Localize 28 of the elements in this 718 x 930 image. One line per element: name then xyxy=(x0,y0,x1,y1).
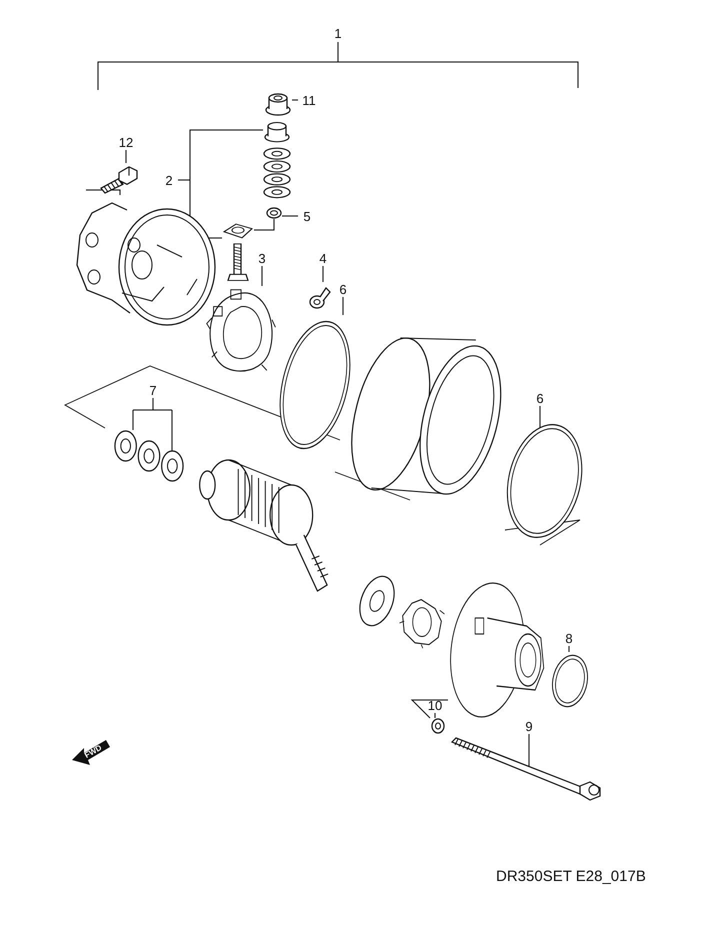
callout-number: 1 xyxy=(328,25,348,41)
leader-line xyxy=(568,646,570,652)
leader-line xyxy=(434,712,436,718)
callout-number: 8 xyxy=(560,630,578,646)
callout-number: 9 xyxy=(520,718,538,734)
assembly-line xyxy=(254,218,274,230)
direction-label: FWD xyxy=(82,743,104,760)
callout-number: 10 xyxy=(424,697,446,713)
callout-number: 7 xyxy=(144,382,162,398)
callout-number: 6 xyxy=(531,390,549,406)
callout-number: 11 xyxy=(298,92,320,108)
washer-drawing xyxy=(430,718,446,734)
o-ring-drawing xyxy=(550,652,590,710)
leader-line xyxy=(342,296,344,316)
callout-number: 3 xyxy=(253,250,271,266)
callout-number: 5 xyxy=(298,208,316,224)
assembly-line xyxy=(86,190,120,196)
callout-number: 2 xyxy=(160,172,178,188)
long-bolt-drawing xyxy=(448,736,603,802)
drawing-code: DR350SET E28_017B xyxy=(496,868,646,885)
assembly-line xyxy=(410,700,448,718)
leader-line xyxy=(322,266,324,282)
callout-number: 6 xyxy=(334,281,352,297)
leader-line xyxy=(528,734,530,768)
callout-number: 4 xyxy=(314,250,332,266)
lock-plate-drawing xyxy=(398,596,446,650)
callout-number: 12 xyxy=(115,134,137,150)
washer-drawing xyxy=(266,207,282,219)
